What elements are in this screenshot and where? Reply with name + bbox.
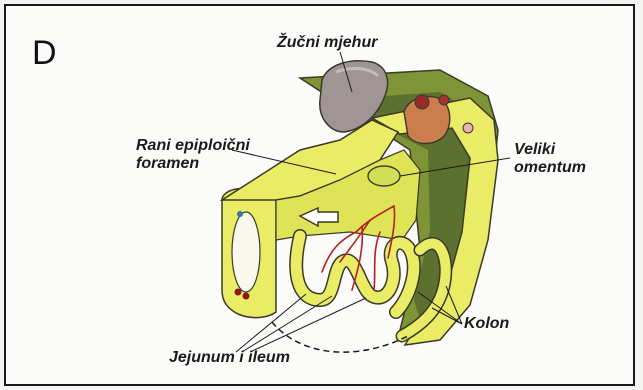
epiploic-foramen-label: Rani epiploični foramen xyxy=(136,137,250,174)
omentum-dashed-outline xyxy=(272,322,408,352)
gallbladder-label: Žučni mjehur xyxy=(277,34,377,52)
small-intestine-fill xyxy=(296,236,413,312)
greater-omentum-label: Veliki omentum xyxy=(514,141,586,178)
red-vessel-1 xyxy=(235,289,242,296)
left-tube-lumen xyxy=(232,212,260,292)
pink-vessel xyxy=(463,123,473,133)
jejunum-ileum-label: Jejunum i ileum xyxy=(169,349,290,367)
panel-letter: D xyxy=(32,36,57,70)
aorta xyxy=(415,95,429,109)
ivc xyxy=(439,95,449,105)
epiploic-foramen-ring xyxy=(368,166,400,186)
colon-label: Kolon xyxy=(464,315,509,333)
blue-vessel xyxy=(237,211,243,217)
red-vessel-2 xyxy=(243,293,250,300)
